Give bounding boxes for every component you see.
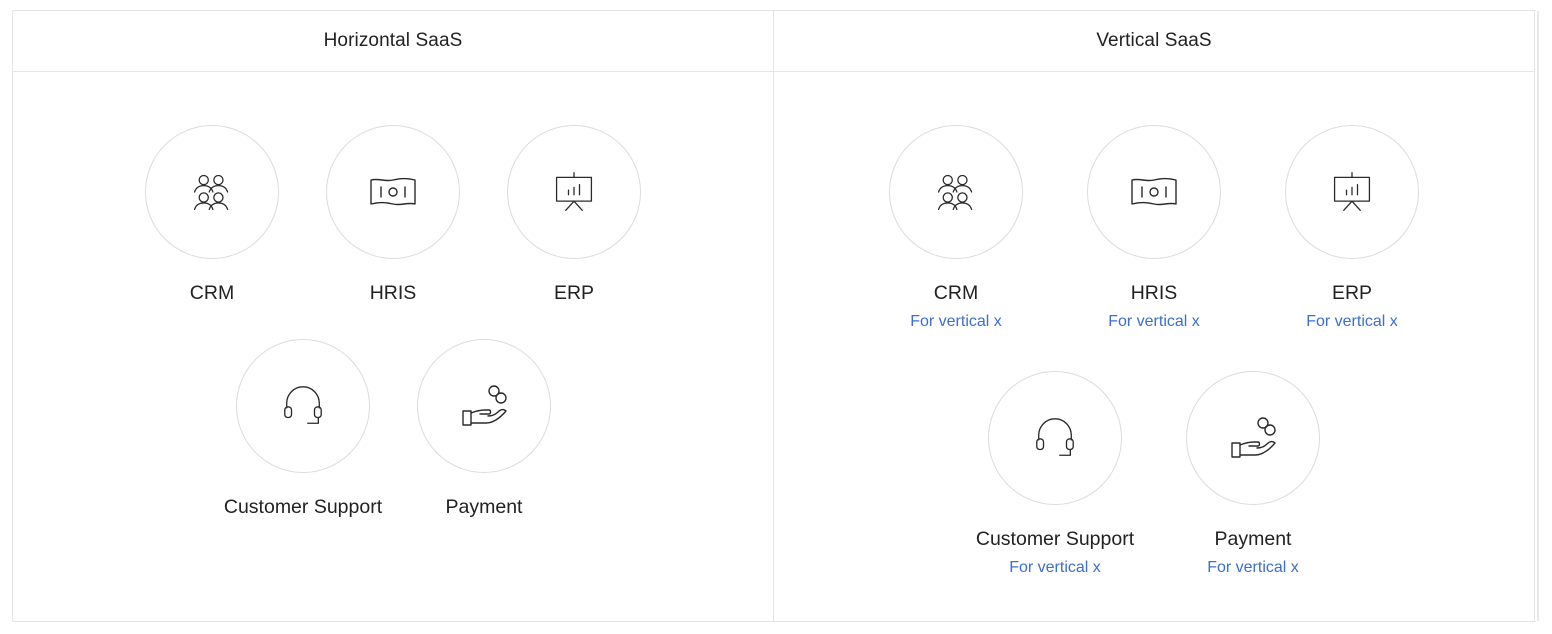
- tile-label: Payment: [1214, 528, 1292, 550]
- presentation-board-icon: [1330, 170, 1374, 214]
- tile-circle[interactable]: [889, 125, 1023, 259]
- money-bill-icon: [369, 168, 417, 216]
- tile-label: ERP: [1331, 282, 1373, 304]
- tile-sublabel-link[interactable]: For vertical x: [1009, 559, 1101, 576]
- tile-label: Customer Support: [975, 528, 1135, 550]
- tile-circle[interactable]: [988, 371, 1122, 505]
- tile-sublabel-link[interactable]: For vertical x: [1207, 559, 1299, 576]
- tile-erp[interactable]: ERP For vertical x: [1252, 125, 1452, 331]
- tile-customer-support[interactable]: Customer Support For vertical x: [955, 371, 1155, 577]
- tile-label: HRIS: [1130, 282, 1178, 304]
- hand-coins-icon: [1229, 414, 1277, 462]
- people-group-icon: [934, 170, 978, 214]
- vertical-saas-panel: Vertical SaaS CRM For vertical x HRIS Fo…: [773, 11, 1535, 621]
- tile-erp[interactable]: ERP: [474, 125, 674, 305]
- tile-circle[interactable]: [326, 125, 460, 259]
- tile-label: Payment: [445, 496, 523, 518]
- panel-title: Vertical SaaS: [774, 11, 1534, 72]
- headset-icon: [1032, 415, 1078, 461]
- tile-label: Customer Support: [223, 496, 383, 518]
- tile-sublabel-link[interactable]: For vertical x: [1108, 313, 1200, 330]
- headset-icon: [280, 383, 326, 429]
- saas-comparison: Horizontal SaaS CRM HRIS ERP Customer Su…: [12, 10, 1539, 622]
- money-bill-icon: [1130, 168, 1178, 216]
- tile-label: CRM: [189, 282, 235, 304]
- tile-hris[interactable]: HRIS For vertical x: [1054, 125, 1254, 331]
- tile-label: ERP: [553, 282, 595, 304]
- tile-label: CRM: [933, 282, 979, 304]
- tile-hris[interactable]: HRIS: [293, 125, 493, 305]
- tile-sublabel-link[interactable]: For vertical x: [910, 313, 1002, 330]
- tile-circle[interactable]: [145, 125, 279, 259]
- tile-payment[interactable]: Payment For vertical x: [1153, 371, 1353, 577]
- tile-crm[interactable]: CRM: [112, 125, 312, 305]
- tile-sublabel-link[interactable]: For vertical x: [1306, 313, 1398, 330]
- tile-circle[interactable]: [1087, 125, 1221, 259]
- tile-payment[interactable]: Payment: [384, 339, 584, 519]
- people-group-icon: [190, 170, 234, 214]
- tile-circle[interactable]: [417, 339, 551, 473]
- tile-circle[interactable]: [507, 125, 641, 259]
- tile-circle[interactable]: [1186, 371, 1320, 505]
- tile-crm[interactable]: CRM For vertical x: [856, 125, 1056, 331]
- tile-customer-support[interactable]: Customer Support: [203, 339, 403, 519]
- presentation-board-icon: [552, 170, 596, 214]
- panel-title: Horizontal SaaS: [13, 11, 773, 72]
- tile-circle[interactable]: [236, 339, 370, 473]
- tile-label: HRIS: [369, 282, 417, 304]
- tile-circle[interactable]: [1285, 125, 1419, 259]
- horizontal-saas-panel: Horizontal SaaS CRM HRIS ERP Customer Su…: [12, 11, 773, 621]
- hand-coins-icon: [460, 382, 508, 430]
